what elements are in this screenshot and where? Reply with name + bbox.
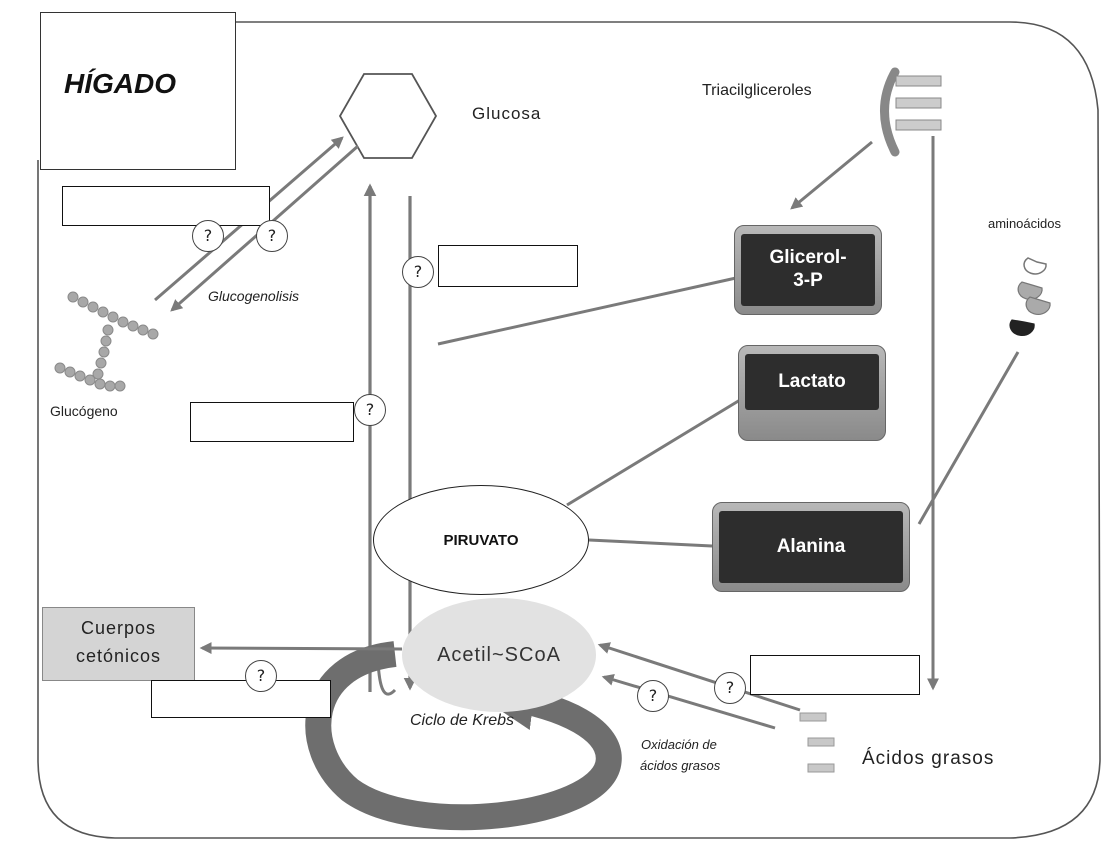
acetyl-coa-label: Acetil~SCoA [437, 643, 561, 666]
alanine-box: Alanina [712, 502, 910, 592]
label-glucogeno: Glucógeno [50, 403, 118, 419]
question-circle-5[interactable]: ? [245, 660, 277, 692]
alanine-label: Alanina [719, 511, 903, 583]
answer-box-lipogenesis[interactable] [750, 655, 920, 695]
glycogen-molecule [54, 291, 159, 392]
label-acidos-grasos: Ácidos grasos [862, 748, 995, 769]
glycerol-box: Glicerol- 3-P [734, 225, 882, 315]
beta-oxidation-arrows [597, 642, 801, 730]
title-box [40, 12, 236, 170]
lactate-box: Lactato [738, 345, 886, 441]
question-circle-4[interactable]: ? [354, 394, 386, 426]
question-circle-2[interactable]: ? [256, 220, 288, 252]
question-circle-1[interactable]: ? [192, 220, 224, 252]
label-ciclo-krebs: Ciclo de Krebs [410, 712, 515, 729]
acetyl-coa-node: Acetil~SCoA [402, 598, 596, 712]
glycerol-connector [437, 276, 737, 346]
ketone-label-1: Cuerpos [80, 618, 157, 638]
answer-box-glycogen[interactable] [62, 186, 270, 226]
ketone-line [199, 642, 403, 655]
label-oxidacion-1: Oxidación de [641, 737, 717, 752]
pyruvate-label: PIRUVATO [443, 531, 519, 549]
alanine-connector [588, 538, 713, 548]
cell-membrane [37, 21, 1101, 839]
answer-box-ketogenesis[interactable] [151, 680, 331, 718]
question-circle-7[interactable]: ? [714, 672, 746, 704]
page-title: HÍGADO [64, 68, 176, 99]
glycerol-label: Glicerol- 3-P [741, 234, 875, 306]
tag-to-glycerol-line [790, 140, 873, 210]
glucose-hexagon [338, 73, 438, 159]
label-glucogenolisis: Glucogenolisis [208, 288, 300, 304]
lactate-label: Lactato [745, 354, 879, 410]
pyruvate-node: PIRUVATO [373, 485, 589, 595]
ketone-bodies-box: Cuerpos cetónicos [42, 607, 195, 681]
question-circle-6[interactable]: ? [637, 680, 669, 712]
aminoacid-connector [917, 351, 1020, 525]
triacylglycerol-icon [880, 67, 942, 157]
question-circle-3[interactable]: ? [402, 256, 434, 288]
label-oxidacion-2: ácidos grasos [640, 758, 721, 773]
answer-box-gluconeogenesis[interactable] [190, 402, 354, 442]
label-triacilgliceroles: Triacilgliceroles [702, 82, 812, 99]
fatty-acid-icons [799, 712, 835, 773]
lactate-connector [566, 398, 741, 507]
label-glucosa: Glucosa [472, 104, 542, 123]
label-aminoacidos: aminoácidos [988, 216, 1061, 231]
ketone-label-2: cetónicos [75, 646, 162, 666]
amino-acid-icons [1009, 257, 1051, 336]
answer-box-glycolysis[interactable] [438, 245, 578, 287]
